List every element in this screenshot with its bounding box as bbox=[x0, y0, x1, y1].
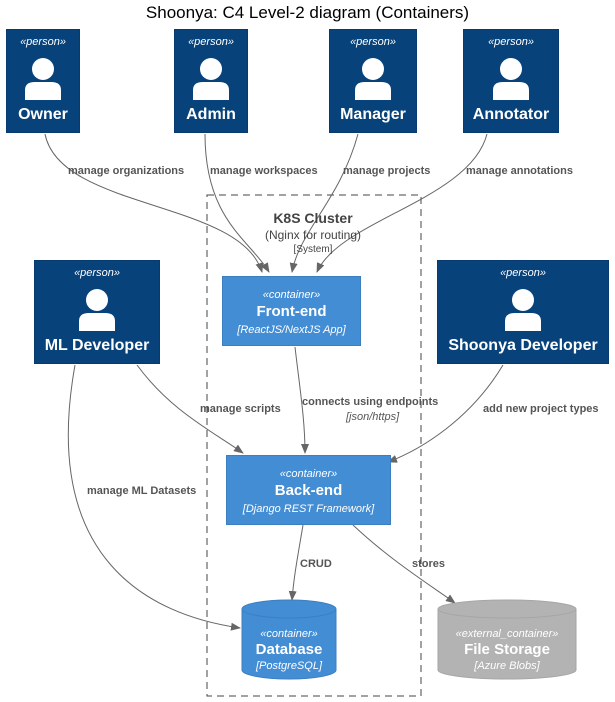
person-stereotype: «person» bbox=[350, 36, 396, 48]
boundary-label: K8S Cluster (Nginx for routing) [System] bbox=[213, 210, 413, 255]
container-name: Back-end bbox=[274, 482, 343, 499]
edge-label-frontend-backend: connects using endpoints bbox=[302, 396, 439, 408]
person-icon bbox=[505, 289, 541, 331]
edge-label-shoonya-backend: add new project types bbox=[483, 403, 599, 415]
edge-manager-frontend bbox=[289, 133, 359, 273]
edge-label-admin: manage workspaces bbox=[210, 165, 318, 177]
person-stereotype: «person» bbox=[500, 267, 546, 279]
person-manager[interactable]: «person» Manager bbox=[329, 29, 417, 133]
container-tech: [Django REST Framework] bbox=[242, 503, 375, 515]
boundary-description: (Nginx for routing) bbox=[264, 228, 362, 242]
edge-frontend-backend bbox=[294, 346, 309, 454]
person-stereotype: «person» bbox=[188, 36, 234, 48]
person-stereotype: «person» bbox=[488, 36, 534, 48]
container-stereotype: «external_container» bbox=[455, 628, 559, 640]
container-stereotype: «container» bbox=[260, 628, 318, 640]
container-tech: [ReactJS/NextJS App] bbox=[237, 324, 346, 336]
person-icon bbox=[25, 58, 61, 100]
person-admin[interactable]: «person» Admin bbox=[174, 29, 248, 133]
container-name: Front-end bbox=[256, 303, 327, 320]
edge-backend-database bbox=[288, 524, 304, 601]
edge-owner-frontend bbox=[44, 133, 264, 273]
person-name: Manager bbox=[340, 106, 406, 123]
person-icon bbox=[79, 289, 115, 331]
person-name: Shoonya Developer bbox=[448, 337, 598, 354]
person-stereotype: «person» bbox=[20, 36, 66, 48]
person-shoonya-developer[interactable]: «person» Shoonya Developer bbox=[437, 260, 609, 364]
container-stereotype: «container» bbox=[279, 468, 338, 480]
container-frontend[interactable]: «container» Front-end [ReactJS/NextJS Ap… bbox=[222, 276, 361, 346]
boundary-name: K8S Cluster bbox=[273, 210, 353, 226]
person-annotator[interactable]: «person» Annotator bbox=[463, 29, 559, 133]
edge-annotator-frontend bbox=[316, 133, 488, 273]
diagram-title: Shoonya: C4 Level-2 diagram (Containers) bbox=[145, 3, 470, 22]
edge-label-annotator: manage annotations bbox=[466, 165, 573, 177]
edge-shoonya-backend bbox=[387, 364, 504, 463]
person-name: ML Developer bbox=[44, 337, 150, 354]
person-name: Owner bbox=[18, 106, 68, 123]
person-stereotype: «person» bbox=[74, 267, 120, 279]
edge-label-backend-storage: stores bbox=[412, 558, 446, 570]
edge-admin-frontend bbox=[204, 133, 270, 273]
edge-label-owner: manage organizations bbox=[68, 165, 185, 177]
container-database[interactable]: «container» Database [PostgreSQL] bbox=[242, 628, 336, 672]
edge-ml-backend bbox=[136, 364, 244, 454]
container-tech: [Azure Blobs] bbox=[474, 660, 540, 672]
person-name: Annotator bbox=[472, 106, 550, 123]
container-tech: [PostgreSQL] bbox=[255, 660, 323, 672]
person-icon bbox=[493, 58, 529, 100]
person-ml-developer[interactable]: «person» ML Developer bbox=[34, 260, 160, 364]
person-owner[interactable]: «person» Owner bbox=[6, 29, 80, 133]
edge-label-ml-backend: manage scripts bbox=[200, 403, 281, 415]
edge-label-manager: manage projects bbox=[343, 165, 431, 177]
container-backend[interactable]: «container» Back-end [Django REST Framew… bbox=[226, 455, 391, 525]
person-icon bbox=[193, 58, 229, 100]
boundary-type: [System] bbox=[293, 244, 333, 255]
edge-ml-database bbox=[67, 364, 241, 631]
container-name: File Storage bbox=[464, 641, 550, 658]
edge-label-backend-database: CRUD bbox=[300, 558, 332, 570]
file-storage-cylinder bbox=[437, 599, 577, 680]
container-name: Database bbox=[255, 641, 323, 658]
person-name: Admin bbox=[186, 106, 236, 123]
person-icon bbox=[355, 58, 391, 100]
container-file-storage[interactable]: «external_container» File Storage [Azure… bbox=[438, 628, 576, 672]
container-stereotype: «container» bbox=[262, 289, 321, 301]
edge-backend-storage bbox=[352, 524, 456, 604]
edge-tech-frontend-backend: [json/https] bbox=[346, 411, 400, 423]
edge-label-ml-database: manage ML Datasets bbox=[87, 485, 197, 497]
k8s-boundary bbox=[206, 194, 422, 697]
database-cylinder bbox=[241, 599, 337, 680]
